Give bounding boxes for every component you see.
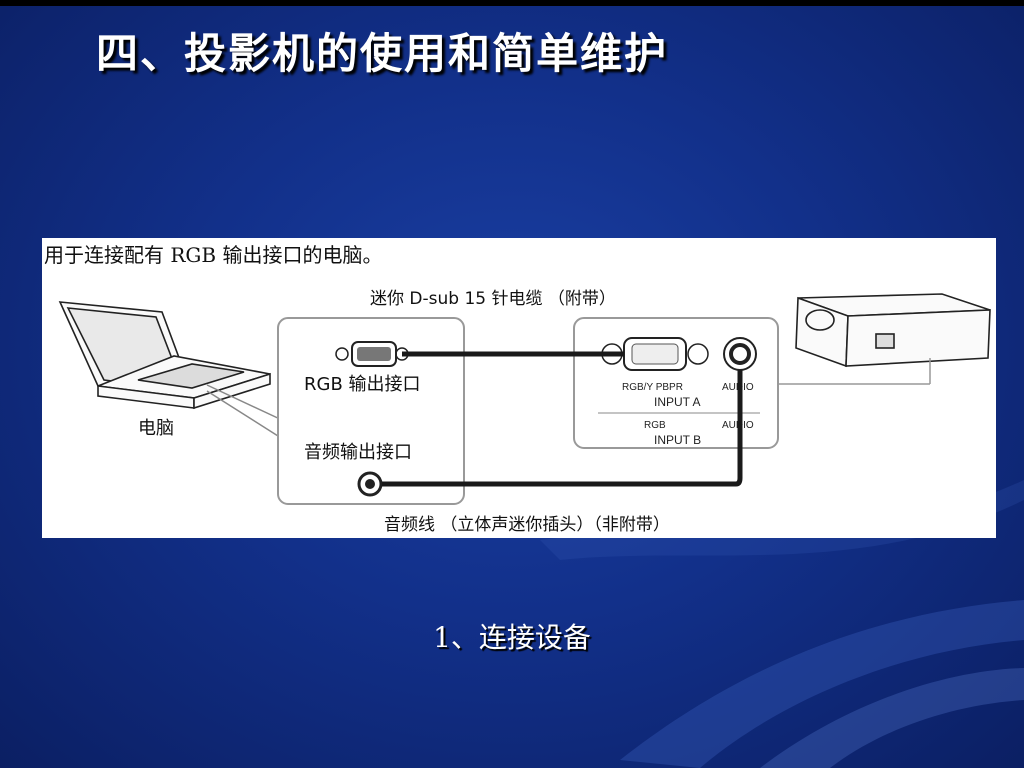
projector-audio-port-icon [723,337,757,371]
input-a-label: INPUT A [654,395,700,409]
diagram-svg: 用于连接配有 RGB 输出接口的电脑。 迷你 D-sub 15 针电缆 （附带）… [44,243,991,535]
cable-bottom-label: 音频线 （立体声迷你插头）（非附带） [384,515,670,535]
audio-port-icon [357,471,383,497]
audio-cable [382,370,743,487]
computer-label: 电脑 [138,418,174,439]
port-rgb-ypbpr-label: RGB/Y PBPR [622,382,683,393]
slide-title: 四、投影机的使用和简单维护 [96,29,669,78]
computer-ports-box [277,317,465,505]
cable-top-label: 迷你 D-sub 15 针电缆 （附带） [370,289,616,309]
port-rgb-label: RGB [644,420,666,431]
rgb-output-label: RGB 输出接口 [304,374,421,395]
connection-diagram: 用于连接配有 RGB 输出接口的电脑。 迷你 D-sub 15 针电缆 （附带）… [42,238,996,538]
slide-caption: 1、连接设备 [433,621,591,654]
laptop-illustration [58,301,283,437]
projector-illustration [795,293,991,368]
audio-output-label: 音频输出接口 [304,442,412,463]
vga-port-icon [335,341,409,367]
top-bar [0,0,1024,6]
input-b-label: INPUT B [654,433,701,447]
diagram-header-text: 用于连接配有 RGB 输出接口的电脑。 [44,243,382,267]
